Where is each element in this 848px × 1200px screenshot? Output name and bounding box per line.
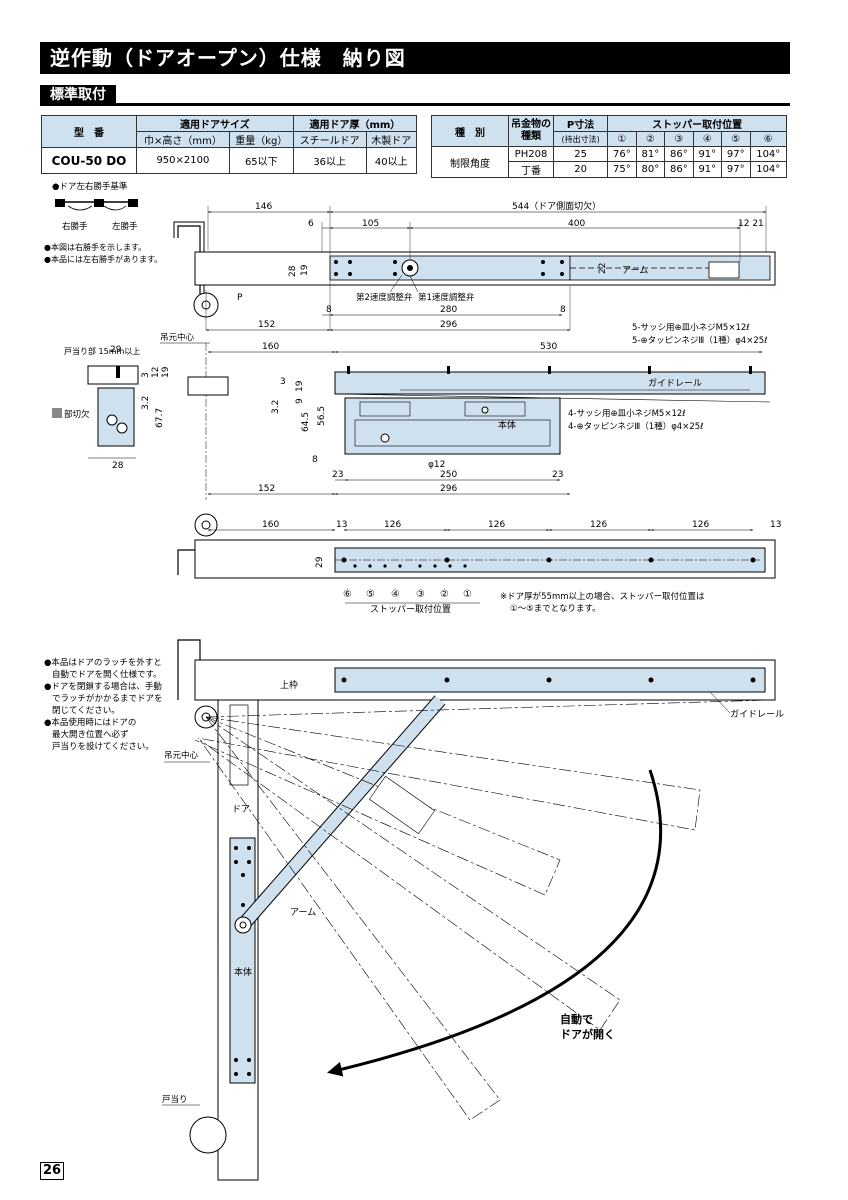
- svg-text:ドア: ドア: [232, 805, 250, 815]
- svg-text:●ドアを閉鎖する場合は、手動: ●ドアを閉鎖する場合は、手動: [44, 681, 162, 692]
- svg-text:126: 126: [692, 520, 709, 530]
- svg-text:13: 13: [770, 520, 781, 530]
- svg-text:296: 296: [440, 484, 457, 494]
- svg-text:67.7: 67.7: [155, 408, 165, 428]
- svg-text:本体: 本体: [234, 966, 252, 978]
- svg-text:部切欠: 部切欠: [64, 409, 90, 420]
- svg-text:①〜⑤までとなります。: ①〜⑤までとなります。: [510, 604, 601, 614]
- svg-text:4-⊕タッピンネジⅢ（1種）φ4×25ℓ: 4-⊕タッピンネジⅢ（1種）φ4×25ℓ: [568, 421, 704, 432]
- svg-text:12: 12: [151, 367, 161, 378]
- svg-text:152: 152: [258, 484, 275, 494]
- svg-text:自動で: 自動で: [560, 1012, 593, 1026]
- svg-text:●ドア左右勝手基準: ●ドア左右勝手基準: [52, 181, 128, 192]
- svg-text:19: 19: [300, 264, 310, 276]
- svg-text:23: 23: [552, 470, 563, 480]
- svg-text:●本図は右勝手を示します。: ●本図は右勝手を示します。: [44, 242, 146, 252]
- svg-text:19: 19: [295, 380, 305, 392]
- svg-text:296: 296: [440, 320, 457, 330]
- svg-text:22: 22: [598, 263, 608, 274]
- stopper-view: 160 13 126 126 126 126 13 29 ⑥ ⑤ ④ ③ ② ①…: [177, 513, 781, 615]
- svg-text:閉じてください。: 閉じてください。: [52, 706, 120, 716]
- svg-text:23: 23: [332, 470, 343, 480]
- svg-text:64.5: 64.5: [301, 412, 311, 432]
- svg-text:①: ①: [463, 589, 472, 600]
- svg-text:ストッパー取付位置: ストッパー取付位置: [370, 603, 451, 615]
- svg-text:8: 8: [312, 455, 318, 465]
- svg-text:8: 8: [560, 305, 566, 315]
- svg-text:②: ②: [440, 589, 449, 600]
- spec-table: 型 番 適用ドアサイズ 適用ドア厚（mm） 巾×高さ（mm） 重量（kg） スチ…: [41, 115, 418, 174]
- svg-text:上枠: 上枠: [280, 679, 298, 691]
- svg-text:3: 3: [141, 372, 151, 378]
- svg-text:●本品には左右勝手があります。: ●本品には左右勝手があります。: [44, 254, 162, 264]
- svg-text:φ12: φ12: [428, 460, 445, 470]
- svg-text:5-⊕タッピンネジⅢ（1種）φ4×25ℓ: 5-⊕タッピンネジⅢ（1種）φ4×25ℓ: [632, 335, 768, 346]
- page-number: 26: [40, 1162, 65, 1180]
- svg-text:第1速度調整弁: 第1速度調整弁: [418, 292, 475, 303]
- svg-text:29: 29: [110, 345, 122, 355]
- svg-text:自動でドアを開く仕様です。: 自動でドアを開く仕様です。: [52, 669, 162, 680]
- svg-text:105: 105: [362, 219, 379, 229]
- svg-text:126: 126: [488, 520, 505, 530]
- svg-text:12 21: 12 21: [738, 219, 764, 229]
- svg-text:29: 29: [315, 556, 325, 568]
- svg-text:●本品使用時にはドアの: ●本品使用時にはドアの: [44, 717, 136, 728]
- svg-text:ガイドレール: ガイドレール: [648, 378, 702, 389]
- svg-text:4-サッシ用⊕皿小ネジM5×12ℓ: 4-サッシ用⊕皿小ネジM5×12ℓ: [568, 408, 686, 419]
- svg-text:ドアが開く: ドアが開く: [560, 1027, 615, 1041]
- svg-text:⑤: ⑤: [366, 589, 375, 600]
- svg-text:19: 19: [161, 366, 171, 378]
- svg-text:左勝手: 左勝手: [112, 221, 138, 232]
- svg-text:右勝手: 右勝手: [62, 221, 88, 232]
- svg-text:でラッチがかかるまでドアを: でラッチがかかるまでドアを: [52, 693, 163, 704]
- svg-text:3: 3: [280, 377, 286, 387]
- svg-text:8: 8: [326, 305, 332, 315]
- svg-text:530: 530: [540, 342, 557, 352]
- svg-text:●本品はドアのラッチを外すと: ●本品はドアのラッチを外すと: [44, 657, 162, 668]
- svg-text:P: P: [237, 293, 243, 303]
- svg-text:3.2: 3.2: [141, 396, 151, 410]
- hand-diagram: ●ドア左右勝手基準 右勝手 左勝手 ●本図は右勝手を示します。 ●本品には左右勝…: [44, 181, 162, 264]
- svg-text:28: 28: [112, 461, 124, 471]
- svg-text:544（ドア側面切欠）: 544（ドア側面切欠）: [512, 200, 601, 212]
- svg-text:13: 13: [336, 520, 347, 530]
- plan-view: 146 544（ドア側面切欠） 6 105 400 12 21 28 19 22…: [173, 200, 776, 331]
- svg-text:※ドア厚が55mm以上の場合、ストッパー取付位置は: ※ドア厚が55mm以上の場合、ストッパー取付位置は: [500, 591, 705, 602]
- svg-text:戸当り部 15mm以上: 戸当り部 15mm以上: [64, 346, 140, 356]
- svg-text:9: 9: [295, 398, 305, 404]
- svg-text:56.5: 56.5: [317, 406, 327, 426]
- section-heading: 標準取付: [40, 84, 790, 106]
- svg-text:28: 28: [288, 265, 298, 277]
- svg-text:アーム: アーム: [622, 265, 648, 276]
- svg-text:④: ④: [391, 589, 400, 600]
- svg-text:⑥: ⑥: [343, 589, 352, 600]
- svg-text:3.2: 3.2: [271, 400, 281, 414]
- opening-view: ●本品はドアのラッチを外すと 自動でドアを開く仕様です。 ●ドアを閉鎖する場合は…: [44, 639, 784, 1181]
- page-title: 逆作動（ドアオープン）仕様 納り図: [40, 42, 790, 74]
- svg-text:250: 250: [440, 470, 457, 480]
- svg-text:280: 280: [440, 305, 457, 315]
- svg-text:400: 400: [568, 219, 585, 229]
- svg-text:160: 160: [262, 520, 279, 530]
- svg-text:126: 126: [590, 520, 607, 530]
- svg-text:吊元中心: 吊元中心: [164, 750, 199, 761]
- svg-text:アーム: アーム: [290, 907, 316, 918]
- svg-text:本体: 本体: [498, 419, 516, 431]
- svg-text:戸当りを設けてください。: 戸当りを設けてください。: [52, 741, 154, 752]
- svg-text:160: 160: [262, 342, 279, 352]
- svg-text:戸当り: 戸当り: [162, 1094, 188, 1105]
- elevation-view: 吊元中心 戸当り部 15mm以上 29 3 12 19 3.2 67.7 28 …: [52, 322, 771, 500]
- svg-text:第2速度調整弁: 第2速度調整弁: [356, 292, 413, 303]
- svg-text:最大開き位置へ必ず: 最大開き位置へ必ず: [52, 729, 129, 740]
- svg-text:5-サッシ用⊕皿小ネジM5×12ℓ: 5-サッシ用⊕皿小ネジM5×12ℓ: [632, 322, 750, 333]
- svg-text:152: 152: [258, 320, 275, 330]
- svg-text:6: 6: [308, 219, 314, 229]
- svg-text:吊元中心: 吊元中心: [160, 332, 195, 343]
- svg-text:ガイドレール: ガイドレール: [730, 709, 784, 720]
- stopper-angle-table: 種 別 吊金物の種類 P寸法 ストッパー取付位置 (持出寸法) ① ② ③ ④ …: [431, 115, 788, 178]
- svg-text:③: ③: [416, 589, 425, 600]
- svg-text:146: 146: [255, 202, 272, 212]
- svg-text:126: 126: [384, 520, 401, 530]
